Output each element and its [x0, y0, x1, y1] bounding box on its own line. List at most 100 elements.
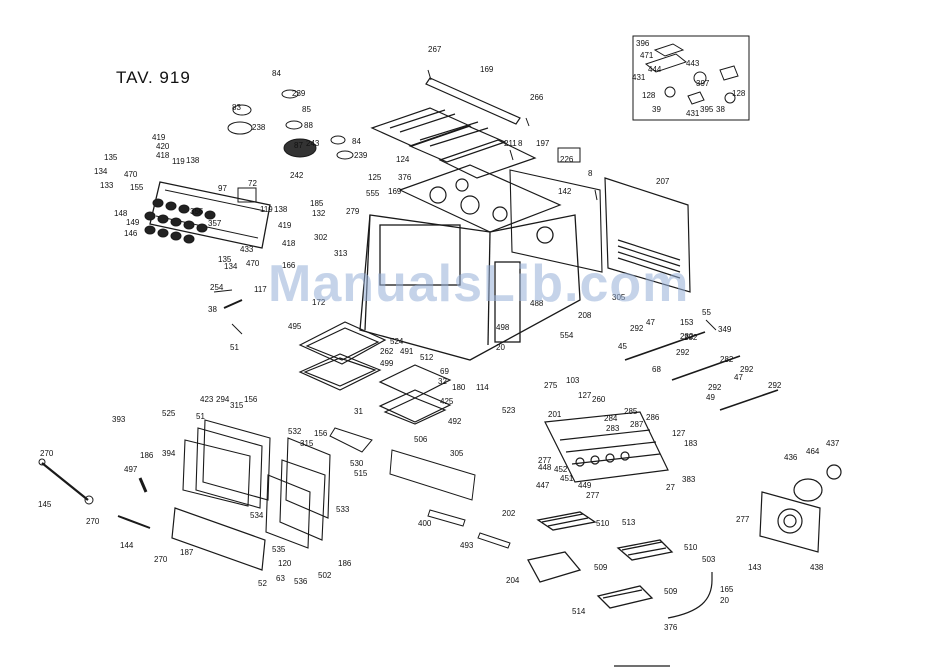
callout-506: 506 — [414, 435, 428, 444]
callout-499: 499 — [380, 359, 394, 368]
callout-305: 305 — [450, 449, 464, 458]
callout-286: 286 — [646, 413, 660, 422]
callout-523: 523 — [502, 406, 516, 415]
callout-495: 495 — [288, 322, 302, 331]
callout-138: 138 — [186, 156, 200, 165]
callout-135: 135 — [218, 255, 232, 264]
heating-elements — [527, 511, 674, 609]
fan-assembly — [759, 464, 842, 553]
callout-447: 447 — [536, 481, 550, 490]
control-knobs — [144, 198, 216, 244]
callout-117: 117 — [254, 285, 267, 294]
callout-166: 166 — [282, 261, 296, 270]
callout-502: 502 — [318, 571, 332, 580]
callout-267: 267 — [428, 45, 442, 54]
callout-88: 88 — [304, 121, 313, 130]
callout-270: 270 — [154, 555, 168, 564]
callout-438: 438 — [810, 563, 824, 572]
callout-488: 488 — [530, 299, 544, 308]
callout-287: 287 — [630, 420, 644, 429]
callout-282: 282 — [720, 355, 734, 364]
callout-266: 266 — [530, 93, 544, 102]
callout-142: 142 — [558, 187, 572, 196]
callout-197: 197 — [536, 139, 550, 148]
callout-277: 277 — [586, 491, 600, 500]
callout-419: 419 — [152, 133, 166, 142]
callout-444: 444 — [648, 65, 662, 74]
callout-169: 169 — [388, 187, 402, 196]
callout-464: 464 — [806, 447, 820, 456]
callout-491: 491 — [400, 347, 414, 356]
callout-349: 349 — [718, 325, 732, 334]
callout-449: 449 — [578, 481, 592, 490]
callout-292: 292 — [676, 348, 690, 357]
rear-trim-169 — [425, 77, 521, 125]
callout-47: 47 — [646, 318, 655, 327]
callout-124: 124 — [396, 155, 410, 164]
callout-554: 554 — [560, 331, 574, 340]
callout-127: 127 — [578, 391, 592, 400]
door-handle-parts — [38, 458, 151, 529]
strip-305 — [389, 449, 476, 501]
callout-226: 226 — [560, 155, 574, 164]
callout-509: 509 — [664, 587, 678, 596]
oven-trays — [298, 321, 452, 425]
callout-294: 294 — [216, 395, 230, 404]
callout-144: 144 — [120, 541, 134, 550]
callout-134: 134 — [94, 167, 108, 176]
callout-431: 431 — [686, 109, 700, 118]
callout-283: 283 — [606, 424, 620, 433]
callout-125: 125 — [368, 173, 382, 182]
callout-515: 515 — [354, 469, 368, 478]
callout-149: 149 — [126, 218, 140, 227]
strip-493 — [477, 532, 511, 549]
callout-52: 52 — [258, 579, 267, 588]
diagram-title: TAV. 919 — [116, 68, 191, 87]
callout-138: 138 — [274, 205, 288, 214]
callout-512: 512 — [420, 353, 434, 362]
callout-242: 242 — [290, 171, 304, 180]
callout-262: 262 — [380, 347, 394, 356]
callout-423: 423 — [200, 395, 214, 404]
callout-376: 376 — [398, 173, 412, 182]
callout-51: 51 — [196, 412, 205, 421]
callout-524: 524 — [390, 337, 404, 346]
callout-277: 277 — [736, 515, 750, 524]
callout-68: 68 — [652, 365, 661, 374]
callout-292: 292 — [684, 333, 698, 342]
strip-400 — [427, 509, 466, 527]
callout-394: 394 — [162, 449, 176, 458]
callout-419: 419 — [278, 221, 292, 230]
callout-31: 31 — [354, 407, 363, 416]
callout-20: 20 — [496, 343, 505, 352]
inset-box — [632, 35, 750, 121]
callout-533: 533 — [336, 505, 350, 514]
callout-357: 357 — [208, 219, 222, 228]
callout-38: 38 — [208, 305, 217, 314]
callout-282: 282 — [680, 332, 694, 341]
callout-437: 437 — [826, 439, 840, 448]
callout-128: 128 — [732, 89, 746, 98]
callout-204: 204 — [506, 576, 520, 585]
small-parts — [213, 69, 717, 335]
callout-356: 356 — [190, 207, 204, 216]
callout-85: 85 — [302, 105, 311, 114]
callout-8: 8 — [518, 139, 523, 148]
callout-83: 83 — [232, 103, 241, 112]
callout-396: 396 — [636, 39, 650, 48]
callout-555: 555 — [366, 189, 380, 198]
callout-47: 47 — [734, 373, 743, 382]
callout-63: 63 — [276, 574, 285, 583]
callout-277: 277 — [538, 456, 552, 465]
side-panel — [509, 169, 603, 273]
callout-156: 156 — [314, 429, 328, 438]
callout-418: 418 — [282, 239, 296, 248]
callout-431: 431 — [632, 73, 646, 82]
callout-239: 239 — [354, 151, 368, 160]
callout-509: 509 — [594, 563, 608, 572]
callout-120: 120 — [278, 559, 292, 568]
callout-532: 532 — [288, 427, 302, 436]
side-rails — [624, 331, 779, 411]
callout-103: 103 — [566, 376, 580, 385]
callout-134: 134 — [224, 262, 238, 271]
